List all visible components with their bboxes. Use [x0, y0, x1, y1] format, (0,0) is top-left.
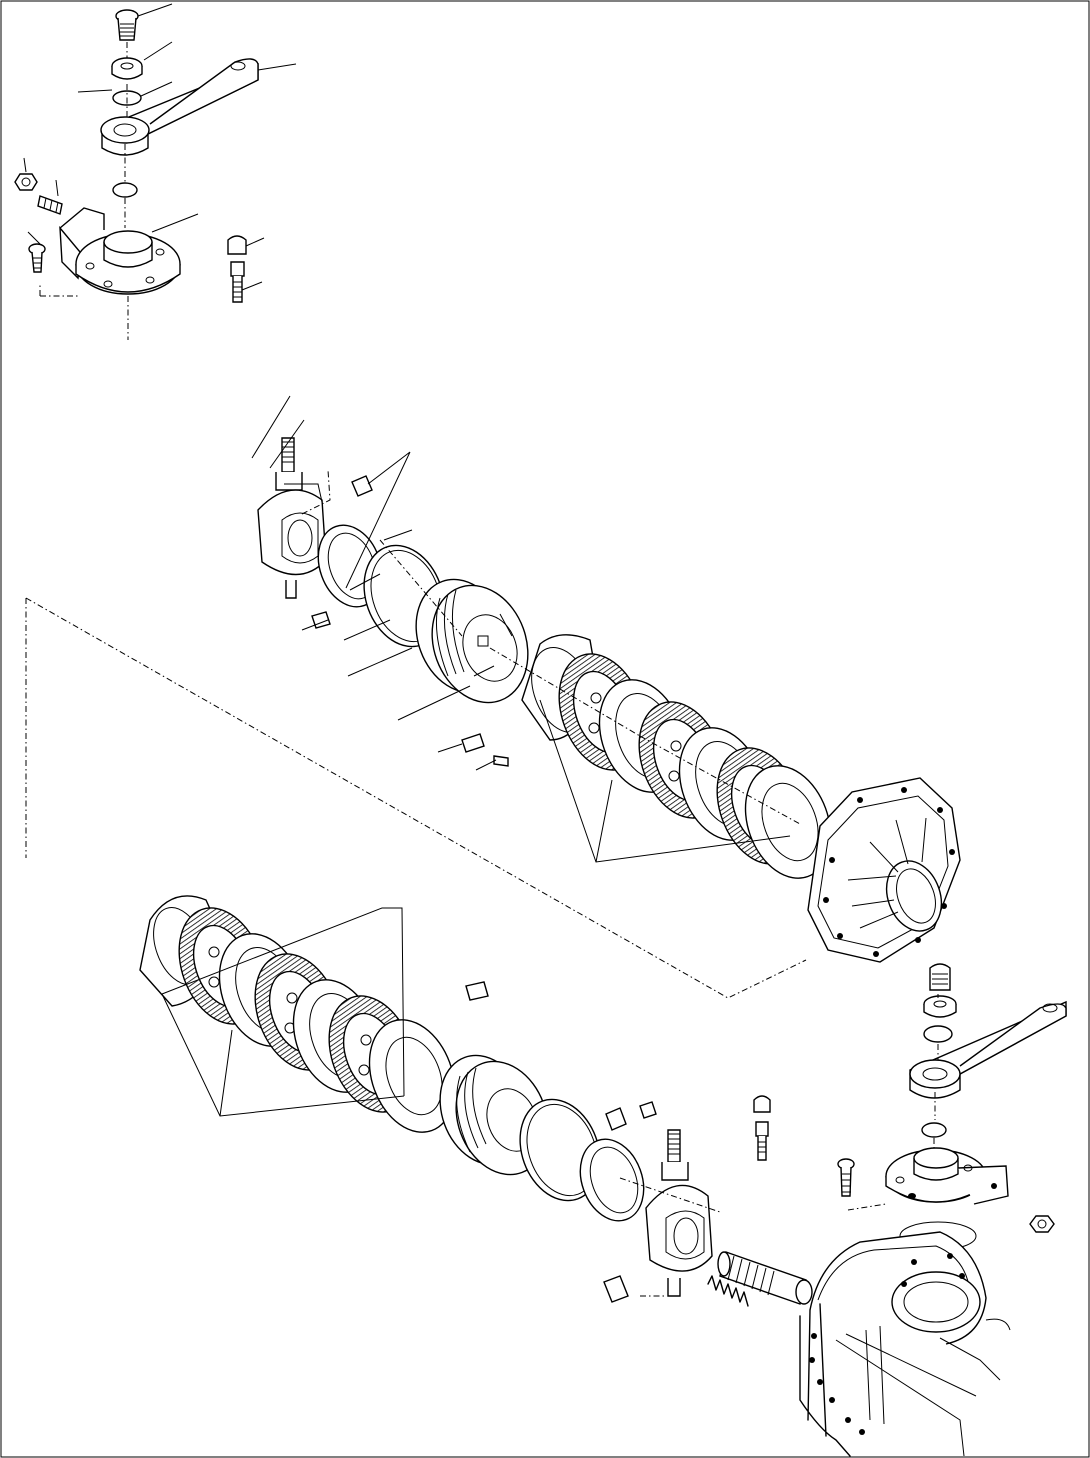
steering-arm-top-assembly — [14, 3, 297, 340]
lower-plate-4 — [368, 1019, 456, 1133]
steering-arm-right-assembly — [837, 963, 1067, 1233]
right-steering-lever — [909, 1000, 1067, 1099]
right-lower-washer — [921, 1122, 947, 1138]
lower-key — [465, 981, 489, 1001]
lower-pin-3 — [603, 1275, 629, 1303]
reference-line — [25, 597, 807, 999]
lower-washer — [112, 182, 138, 198]
lower-carrier — [645, 1129, 713, 1297]
lower-pin-1 — [605, 1107, 627, 1131]
right-small-nut — [1029, 1215, 1055, 1233]
upper-spring-pin — [493, 755, 509, 767]
top-bolt — [115, 9, 139, 41]
brake-assembly-upper — [251, 395, 961, 963]
bracket-flange — [59, 207, 181, 295]
right-bracket-flange — [885, 1147, 1009, 1205]
left-nut — [14, 173, 38, 191]
right-nut — [923, 995, 957, 1018]
upper-dowel — [461, 733, 485, 753]
axle-housing — [799, 1221, 1011, 1457]
left-bolt — [28, 243, 46, 273]
brake-assembly-lower — [139, 895, 813, 1307]
upper-carrier — [257, 437, 327, 599]
grease-fitting-top — [227, 235, 247, 303]
upper-plate-4 — [744, 765, 832, 879]
top-nut — [111, 57, 143, 80]
lower-spring — [707, 1275, 749, 1307]
right-bolt — [929, 963, 951, 991]
lower-pin-2 — [639, 1101, 657, 1119]
steering-arm-lever — [100, 58, 259, 156]
upper-pin-1 — [351, 475, 373, 497]
lower-ring-2 — [579, 1138, 645, 1222]
left-stud — [37, 195, 63, 215]
splined-shaft — [717, 1251, 813, 1305]
right-small-bolt — [837, 1158, 855, 1197]
upper-brake-housing — [807, 777, 961, 963]
right-washer — [923, 1025, 953, 1043]
grease-fitting-lower — [753, 1095, 771, 1161]
